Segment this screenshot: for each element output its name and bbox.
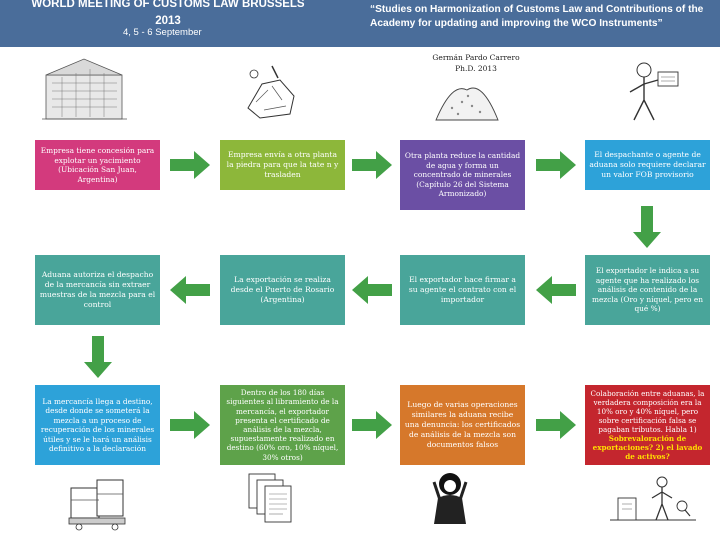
investigator-icon xyxy=(610,476,696,521)
customs-agent-icon xyxy=(629,62,679,121)
arrow-right-1 xyxy=(170,151,210,179)
arrow-right-2 xyxy=(352,151,392,179)
step-6-text: El exportador hace firmar a su agente el… xyxy=(408,275,517,304)
arrow-right-4 xyxy=(170,411,210,439)
step-2-box: Empresa envía a otra planta la piedra pa… xyxy=(220,140,345,190)
step-8-text: Aduana autoriza el despacho de la mercan… xyxy=(39,270,156,309)
step-7-box: La exportación se realiza desde el Puert… xyxy=(220,255,345,325)
step-12-text: Colaboración entre aduanas, la verdadera… xyxy=(589,389,706,461)
arrow-left-1 xyxy=(536,276,576,304)
arrow-right-6 xyxy=(536,411,576,439)
step-11-box: Luego de varias operaciones similares la… xyxy=(400,385,525,465)
meeting-date: 4, 5 - 6 September xyxy=(123,27,202,38)
header-banner: WORLD MEETING OF CUSTOMS LAW BRUSSELS 20… xyxy=(0,0,720,47)
step-5-box: El exportador le indica a su agente que … xyxy=(585,255,710,325)
author-year: Ph.D. 2013 xyxy=(455,64,497,73)
step-9-box: La mercancía llega a destino, desde dond… xyxy=(35,385,160,465)
step-7-text: La exportación se realiza desde el Puert… xyxy=(230,275,335,304)
step-12-text-a: Colaboración entre aduanas, la verdadera… xyxy=(590,389,705,434)
mine-building-icon xyxy=(42,58,127,120)
step-2-text: Empresa envía a otra planta la piedra pa… xyxy=(226,150,339,179)
arrow-right-3 xyxy=(536,151,576,179)
step-11-text: Luego de varias operaciones similares la… xyxy=(404,400,521,449)
step-4-text: El despachante o agente de aduana solo r… xyxy=(589,150,706,179)
step-3-text: Otra planta reduce la cantidad de agua y… xyxy=(404,151,521,199)
step-10-text: Dentro de los 180 días siguientes al lib… xyxy=(226,388,339,462)
step-3-box: Otra planta reduce la cantidad de agua y… xyxy=(400,140,525,210)
step-4-box: El despachante o agente de aduana solo r… xyxy=(585,140,710,190)
meeting-title: WORLD MEETING OF CUSTOMS LAW BRUSSELS 20… xyxy=(31,0,305,27)
step-8-box: Aduana autoriza el despacho de la mercan… xyxy=(35,255,160,325)
step-10-box: Dentro de los 180 días siguientes al lib… xyxy=(220,385,345,465)
step-1-text: Empresa tiene concesión para explotar un… xyxy=(40,146,155,184)
step-9-text: La mercancía llega a destino, desde dond… xyxy=(40,396,155,454)
step-12-box: Colaboración entre aduanas, la verdadera… xyxy=(585,385,710,465)
arrow-right-5 xyxy=(352,411,392,439)
arrow-down-2 xyxy=(84,336,112,378)
arrow-left-2 xyxy=(352,276,392,304)
author-name: Germán Pardo Carrero xyxy=(432,53,520,62)
cargo-boxes-icon xyxy=(68,479,126,531)
arrow-left-3 xyxy=(170,276,210,304)
author-credit: Germán Pardo Carrero Ph.D. 2013 xyxy=(416,52,536,74)
step-6-box: El exportador hace firmar a su agente el… xyxy=(400,255,525,325)
mineral-pile-icon xyxy=(435,87,499,121)
step-5-text: El exportador le indica a su agente que … xyxy=(592,266,703,314)
documents-icon xyxy=(248,473,292,523)
study-title: “Studies on Harmonization of Customs Law… xyxy=(370,4,704,29)
stone-cutting-icon xyxy=(247,65,295,119)
arrow-down-1 xyxy=(633,206,661,248)
step-1-box: Empresa tiene concesión para explotar un… xyxy=(35,140,160,190)
worried-person-icon xyxy=(432,473,468,524)
step-12-text-b: Sobrevaloración de exportaciones? 2) el … xyxy=(592,434,703,461)
